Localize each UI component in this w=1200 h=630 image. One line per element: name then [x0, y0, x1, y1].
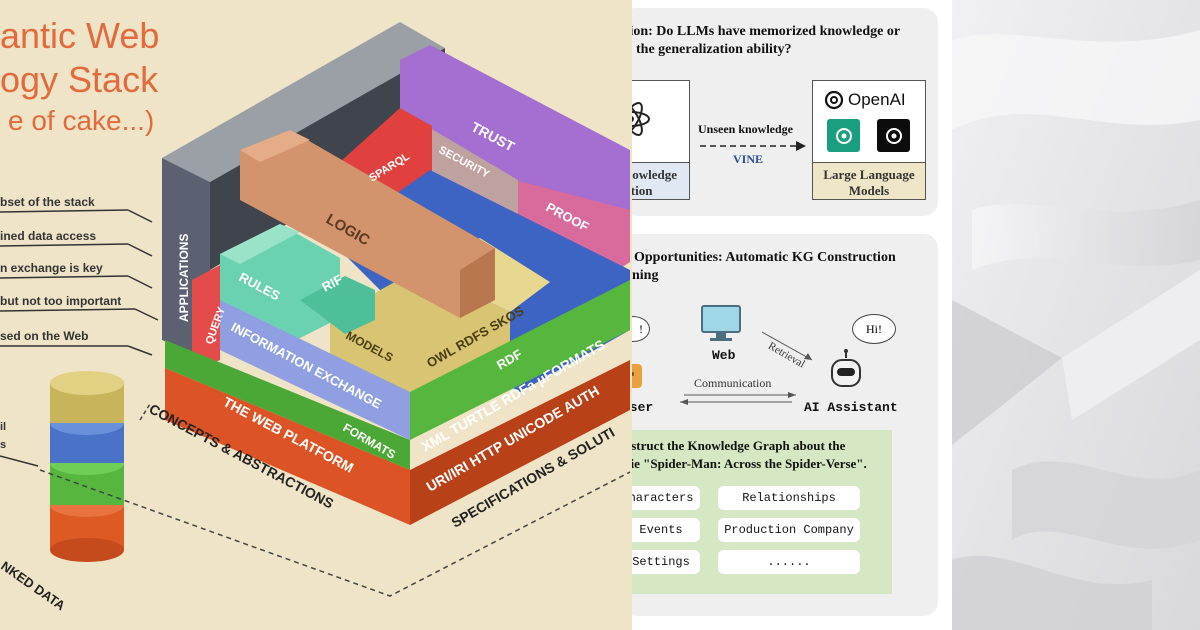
- side-note: but not too important: [0, 294, 121, 308]
- openai-logo-icon: [824, 90, 844, 110]
- llm-label: Models: [848, 183, 890, 198]
- layer-info-exchange: [220, 300, 410, 440]
- user-icon: [632, 364, 642, 388]
- layer-logic: [240, 130, 495, 318]
- llm-label: Large Language: [823, 167, 915, 182]
- layer-uri: [410, 360, 630, 525]
- label-applications: APPLICATIONS: [177, 234, 191, 322]
- web-monitor-icon: [701, 305, 741, 341]
- llm-box: OpenAI Large Language Models: [812, 80, 926, 200]
- communication-arrows: [680, 392, 796, 405]
- layer-query: [192, 265, 220, 372]
- dashed-arrow: [700, 141, 806, 151]
- side-note: ined data access: [0, 229, 96, 243]
- chip-characters: haracters: [632, 486, 700, 510]
- assistant-label: AI Assistant: [804, 400, 898, 415]
- opportunities-line1: Opportunities: Automatic KG Construction: [634, 250, 896, 265]
- semantic-web-stack-diagram: antic Web ogy Stack e of cake...) bset o…: [0, 15, 631, 614]
- layer-rif: [300, 276, 375, 334]
- opportunities-line2: ning: [632, 268, 659, 283]
- stack-title-line3: e of cake...): [8, 105, 154, 136]
- kg-prompt-panel: nstruct the Knowledge Graph about the vi…: [632, 430, 892, 594]
- frame-top-edge: [162, 22, 445, 182]
- question-line1: sion: Do LLMs have memorized knowledge o…: [632, 24, 901, 39]
- knowledge-extraction-box: nowledge ction: [632, 80, 690, 200]
- opportunities-card: Opportunities: Automatic KG Construction…: [632, 234, 938, 616]
- stack-title-line1: antic Web: [0, 15, 159, 56]
- chip-relationships: Relationships: [718, 486, 860, 510]
- atom-icon: [632, 102, 650, 136]
- side-note: sed on the Web: [0, 329, 88, 343]
- bedding-photo: [952, 0, 1200, 630]
- side-note: n exchange is key: [0, 261, 103, 275]
- user-speech-bubble: !: [632, 316, 650, 342]
- layer-web-platform: [165, 368, 410, 525]
- linked-data-cylinder: [50, 371, 124, 562]
- layer-formats: [165, 340, 410, 470]
- question-card: sion: Do LLMs have memorized knowledge o…: [632, 8, 938, 216]
- communication-label: Communication: [694, 376, 772, 390]
- kg-prompt-line1: nstruct the Knowledge Graph about the: [632, 438, 846, 453]
- side-note: bset of the stack: [0, 195, 95, 209]
- chip-settings: Settings: [632, 550, 700, 574]
- chatgpt-black-icon: [877, 119, 910, 152]
- chip-ellipsis: ......: [718, 550, 860, 574]
- side-notes: bset of the stack ined data access n exc…: [0, 195, 159, 467]
- question-line2: the generalization ability?: [636, 42, 792, 57]
- user-label: User: [632, 400, 654, 415]
- web-label: Web: [712, 348, 736, 363]
- paper-figure-panel: sion: Do LLMs have memorized knowledge o…: [632, 0, 952, 630]
- knowledge-box-label: ction: [632, 183, 653, 198]
- retrieval-arrow: [761, 331, 813, 361]
- chip-production-company: Production Company: [718, 518, 860, 542]
- knowledge-box-label: nowledge: [632, 167, 677, 182]
- robot-assistant-icon: [831, 349, 861, 387]
- bedding-photo-panel: [952, 0, 1200, 630]
- label-linked-data: NKED DATA: [0, 558, 69, 613]
- vine-label: VINE: [733, 152, 764, 166]
- layer-xml: [410, 280, 630, 440]
- stack-title-line2: ogy Stack: [0, 59, 159, 100]
- assistant-speech-bubble: Hi!: [852, 314, 896, 344]
- kg-prompt-line2: vie "Spider-Man: Across the Spider-Verse…: [632, 456, 867, 471]
- chatgpt-green-icon: [827, 119, 860, 152]
- semantic-web-stack-panel: antic Web ogy Stack e of cake...) bset o…: [0, 0, 632, 630]
- chip-events: Events: [632, 518, 700, 542]
- small-label: s: [0, 439, 6, 451]
- openai-label: OpenAI: [848, 90, 906, 109]
- small-label: il: [0, 421, 6, 433]
- arrow-label: Unseen knowledge: [698, 122, 794, 136]
- layer-trust: [400, 45, 630, 232]
